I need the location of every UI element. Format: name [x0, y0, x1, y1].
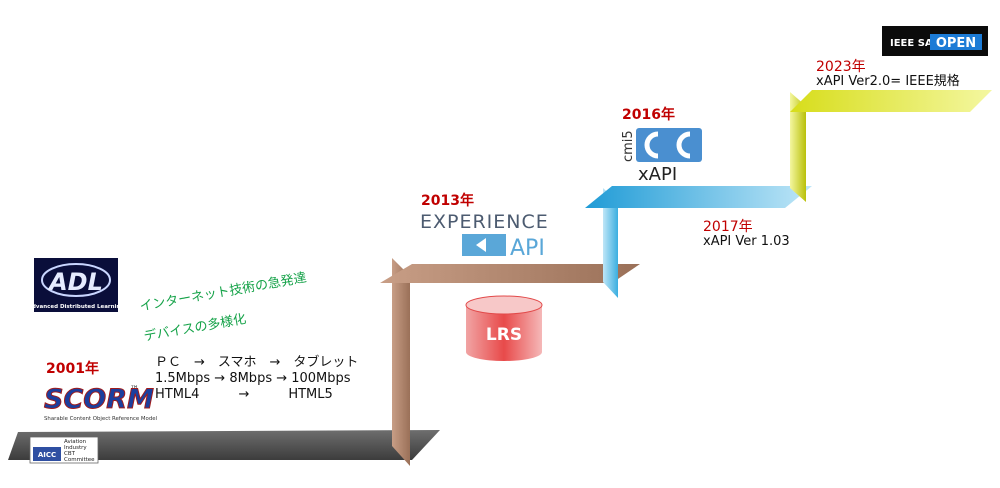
scorm-logo: SCORM ™ Sharable Content Object Referenc…	[44, 384, 158, 423]
experience-api-logo: EXPERIENCE API	[420, 211, 549, 261]
xapi-1-03-note: xAPI Ver 1.03	[703, 234, 790, 249]
svg-text:cmi5: cmi5	[621, 130, 636, 162]
svg-text:Committee: Committee	[64, 457, 95, 463]
year-2001-label: 2001年	[46, 361, 99, 377]
adl-logo: ADL Advanced Distributed Learning	[28, 258, 125, 312]
bandwidth-transition-row: 1.5Mbps → 8Mbps → 100Mbps	[155, 371, 351, 386]
ieee-sa-open-logo: IEEE SA OPEN	[882, 26, 988, 56]
cmi5-xapi-logo: cmi5 xAPI	[621, 128, 702, 185]
year-2017-label: 2017年	[703, 219, 753, 235]
svg-text:ADL: ADL	[47, 268, 103, 296]
step-1-tread	[8, 430, 440, 460]
svg-text:AICC: AICC	[38, 451, 56, 459]
lrs-label: LRS	[486, 325, 522, 345]
device-transition-row: ＰＣ → スマホ → タブレット	[155, 355, 359, 370]
step-3-riser	[603, 188, 618, 298]
svg-text:EXPERIENCE: EXPERIENCE	[420, 211, 549, 233]
svg-text:Aviation: Aviation	[64, 439, 87, 445]
step-4-riser	[790, 92, 806, 202]
step-3-tread	[585, 186, 812, 208]
svg-text:OPEN: OPEN	[936, 36, 976, 51]
html-transition-row: HTML4 → HTML5	[155, 387, 333, 402]
svg-text:Advanced Distributed Learning: Advanced Distributed Learning	[28, 304, 125, 310]
year-2016-label: 2016年	[622, 107, 675, 123]
year-2023-label: 2023年	[816, 59, 866, 75]
svg-text:CBT: CBT	[64, 451, 76, 457]
svg-text:IEEE SA: IEEE SA	[890, 38, 933, 49]
step-2-riser	[392, 258, 410, 466]
svg-text:Sharable Content Object Refere: Sharable Content Object Reference Model	[44, 416, 157, 422]
svg-text:API: API	[510, 236, 545, 261]
svg-text:SCORM: SCORM	[44, 384, 154, 415]
svg-text:Industry: Industry	[64, 445, 87, 451]
aicc-logo: AICC Aviation Industry CBT Committee	[29, 436, 99, 464]
xapi-2-0-note: xAPI Ver2.0= IEEE規格	[816, 74, 960, 89]
svg-text:™: ™	[130, 385, 139, 395]
step-2-tread	[380, 264, 640, 283]
lrs-database-icon	[465, 295, 543, 361]
year-2013-label: 2013年	[421, 193, 474, 209]
step-4-tread	[790, 90, 992, 112]
svg-text:xAPI: xAPI	[638, 164, 677, 185]
